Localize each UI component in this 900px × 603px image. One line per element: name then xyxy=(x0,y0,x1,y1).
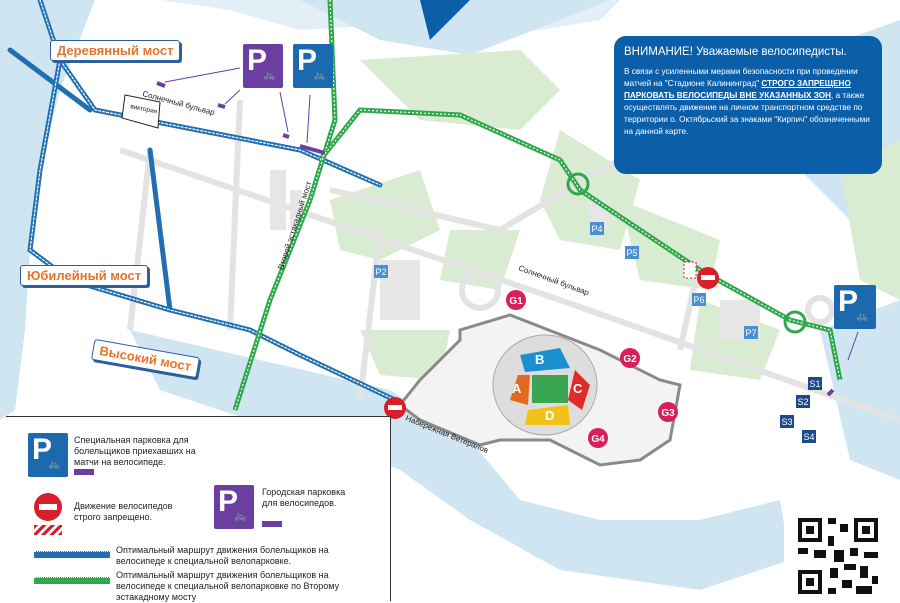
notice-text-1: В связи с усиленными мерами безопасности… xyxy=(624,67,858,88)
special-bike-parking-sign-stadium: P🚲 xyxy=(834,285,876,329)
sign-letter: P xyxy=(297,44,318,77)
gate-g1: G1 xyxy=(509,296,523,307)
qr-code[interactable] xyxy=(784,502,894,600)
notice-text-2: , а также осуществлять движение на лично… xyxy=(624,91,870,136)
parking-p5: P5 xyxy=(626,248,637,258)
parking-p2: P2 xyxy=(375,267,386,277)
city-parking-bars xyxy=(156,81,835,397)
legend-green-route-line xyxy=(34,577,110,584)
parking-p6: P6 xyxy=(693,295,704,305)
legend: P🚲 Специальная парковка для болельщиков … xyxy=(6,416,391,602)
parking-s3: S3 xyxy=(781,417,792,427)
gate-g4: G4 xyxy=(591,434,605,445)
sign-letter: P xyxy=(247,44,268,77)
parking-p4: P4 xyxy=(591,224,602,234)
legend-blue-route-line xyxy=(34,551,110,558)
gates: G1 G2 G3 G4 xyxy=(506,290,678,448)
bicycle-icon: 🚲 xyxy=(263,70,276,81)
sign-letter: P xyxy=(838,285,859,318)
stadium xyxy=(492,334,598,436)
label-yubileyny-bridge: Юбилейный мост xyxy=(20,265,149,286)
city-bike-parking-sign: P🚲 xyxy=(243,44,283,88)
notice-box: ВНИМАНИЕ! Уважаемые велосипедисты. В свя… xyxy=(614,36,882,174)
parking-s2: S2 xyxy=(797,397,808,407)
no-entry-sign-1 xyxy=(384,397,406,419)
street-solnechny-2: Солнечный бульвар xyxy=(517,263,591,297)
notice-title: ВНИМАНИЕ! Уважаемые велосипедисты. xyxy=(624,46,847,58)
bicycle-icon: 🚲 xyxy=(234,511,247,522)
label-derevyanny-bridge: Деревянный мост xyxy=(50,40,181,61)
legend-hatched-barrier xyxy=(34,525,62,535)
legend-green-route-text: Оптимальный маршрут движения болельщиков… xyxy=(116,570,340,602)
sector-d: D xyxy=(545,408,554,423)
legend-purple-bar xyxy=(74,469,94,475)
legend-blue-route-text: Оптимальный маршрут движения болельщиков… xyxy=(116,545,329,566)
parking-s4: S4 xyxy=(803,432,814,442)
notice-text: В связи с усиленными мерами безопасности… xyxy=(624,66,872,138)
legend-purple-bar xyxy=(262,521,282,527)
qr-code-pattern xyxy=(798,518,878,594)
parking-arrows xyxy=(164,67,859,361)
bicycle-icon: 🚲 xyxy=(313,70,326,81)
bicycle-icon: 🚲 xyxy=(856,311,869,322)
special-bike-parking-sign: P🚲 xyxy=(293,44,333,88)
legend-special-parking-text: Специальная парковка для болельщиков при… xyxy=(74,435,196,467)
sector-a: A xyxy=(512,381,522,396)
parking-labels: P2 P4 P5 P6 P7 S1 S2 S3 S4 xyxy=(374,222,822,443)
gate-g2: G2 xyxy=(623,354,637,365)
sector-labels: B A C D xyxy=(512,352,583,423)
legend-special-parking-icon: P🚲 xyxy=(28,433,68,477)
legend-no-bikes-text: Движение велосипедов строго запрещено. xyxy=(74,501,173,522)
parking-p7: P7 xyxy=(745,328,756,338)
sector-c: C xyxy=(573,381,583,396)
sector-b: B xyxy=(535,352,544,367)
sign-letter: P xyxy=(32,433,53,466)
sign-letter: P xyxy=(218,485,239,518)
bicycle-icon: 🚲 xyxy=(48,459,61,470)
no-entry-sign-2 xyxy=(683,261,719,289)
legend-no-entry-icon xyxy=(34,493,62,521)
legend-city-parking-icon: P🚲 xyxy=(214,485,254,529)
green-route xyxy=(232,0,843,411)
gate-g3: G3 xyxy=(661,408,675,419)
legend-city-parking-text: Городская парковка для велосипедов. xyxy=(262,487,346,508)
parking-s1: S1 xyxy=(809,379,820,389)
notice-emphasis: СТРОГО ЗАПРЕЩЕНО ПАРКОВАТЬ ВЕЛОСИПЕДЫ ВН… xyxy=(624,79,851,100)
